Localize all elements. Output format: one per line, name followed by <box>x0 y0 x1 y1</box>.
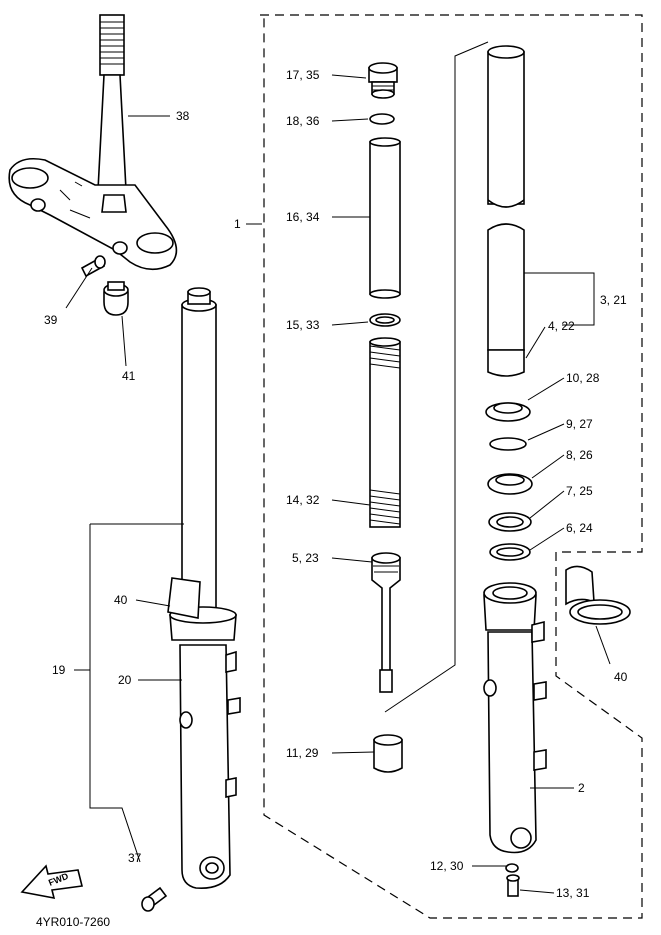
callout-20: 20 <box>118 673 132 687</box>
oil-lock-piece <box>373 734 403 773</box>
slide-bushing <box>489 543 531 561</box>
seal-washer <box>488 512 532 532</box>
callout-12-30: 12, 30 <box>430 859 464 873</box>
callout-5-23: 5, 23 <box>292 551 319 565</box>
fork-protector <box>565 565 631 625</box>
dust-seal <box>485 402 531 422</box>
inner-tube <box>487 45 525 377</box>
outer-tube <box>483 582 547 854</box>
drain-washer <box>505 863 519 873</box>
callout-37: 37 <box>128 851 142 865</box>
steering-stem-bracket <box>8 14 178 271</box>
callout-39: 39 <box>44 313 58 327</box>
fwd-arrow-icon: FWD <box>20 864 83 900</box>
callout-38: 38 <box>176 109 190 123</box>
callout-4-22: 4, 22 <box>548 319 575 333</box>
callout-15-33: 15, 33 <box>286 318 320 332</box>
callout-18-36: 18, 36 <box>286 114 320 128</box>
callout-labels: 38 39 41 1 17, 35 18, 36 16, 34 15, 33 1… <box>36 68 628 929</box>
callout-19: 19 <box>52 663 66 677</box>
callout-7-25: 7, 25 <box>566 484 593 498</box>
callout-16-34: 16, 34 <box>286 210 320 224</box>
callout-10-28: 10, 28 <box>566 371 600 385</box>
fork-spring <box>369 337 401 528</box>
callout-2: 2 <box>578 781 585 795</box>
callout-41: 41 <box>122 369 136 383</box>
diagram-code: 4YR010-7260 <box>36 915 110 929</box>
cap-bolt <box>368 62 398 99</box>
oil-seal <box>487 473 533 495</box>
callout-8-26: 8, 26 <box>566 448 593 462</box>
callout-9-27: 9, 27 <box>566 417 593 431</box>
spring-seat <box>369 313 401 327</box>
leader-lines <box>65 41 611 894</box>
callout-40-left: 40 <box>114 593 128 607</box>
callout-3-21: 3, 21 <box>600 293 627 307</box>
callout-17-35: 17, 35 <box>286 68 320 82</box>
assembled-fork-leg <box>167 287 241 890</box>
fork-collar <box>103 281 129 316</box>
axle-pinch-bolt <box>141 886 168 912</box>
bracket-bolt <box>80 255 106 278</box>
callout-40-right: 40 <box>614 670 628 684</box>
callout-13-31: 13, 31 <box>556 886 590 900</box>
cap-o-ring <box>369 113 395 125</box>
damper-rod-bolt <box>506 874 520 897</box>
damper-rod <box>371 552 401 693</box>
callout-11-29: 11, 29 <box>286 746 319 760</box>
spacer-tube <box>369 137 401 299</box>
callout-6-24: 6, 24 <box>566 521 593 535</box>
exploded-view-boundary <box>260 14 643 919</box>
callout-14-32: 14, 32 <box>286 493 320 507</box>
callout-1: 1 <box>234 217 241 231</box>
oil-seal-clip <box>489 437 527 451</box>
